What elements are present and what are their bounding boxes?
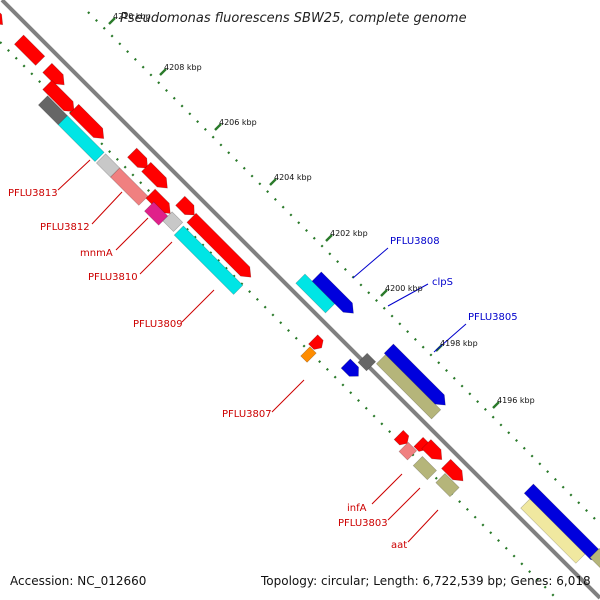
gene-feature — [435, 472, 460, 498]
gene-label-pflu3807: PFLU3807 — [222, 409, 272, 420]
accession-text: Accession: NC_012660 — [10, 574, 147, 588]
gene-label-pflu3809: PFLU3809 — [133, 319, 183, 330]
gene-labels: PFLU3813PFLU3812mnmAPFLU3810PFLU3809PFLU… — [8, 188, 518, 551]
gene-feature — [186, 212, 252, 278]
gene-feature — [144, 201, 169, 226]
gene-feature — [375, 354, 442, 420]
gene-feature — [110, 167, 149, 206]
kbp-tick-label: 4202 kbp — [330, 229, 368, 238]
gene-feature — [393, 429, 410, 446]
gene-feature — [421, 439, 443, 460]
kbp-tick-label: 4198 kbp — [440, 339, 478, 348]
gene-feature — [42, 62, 65, 86]
map-title: Pseudomonas fluorescens SBW25, complete … — [120, 11, 467, 26]
label-leader-line — [181, 289, 215, 323]
gene-feature — [412, 455, 437, 481]
gene-feature — [175, 195, 195, 216]
kbp-tick-label: 4200 kbp — [385, 284, 423, 293]
kbp-tick-label: 4206 kbp — [219, 118, 257, 127]
label-leader-line — [352, 247, 389, 279]
gene-features — [0, 0, 600, 581]
gene-feature — [295, 273, 336, 314]
gene-feature — [145, 188, 171, 214]
gene-feature — [523, 483, 600, 562]
gene-feature — [13, 34, 46, 66]
label-leader-line — [387, 283, 429, 307]
gene-label-mnma: mnmA — [80, 248, 113, 259]
gene-feature — [357, 352, 377, 372]
kbp-tick — [380, 289, 388, 297]
gene-feature — [162, 211, 184, 233]
label-leader-line — [407, 509, 439, 543]
label-leader-line — [387, 487, 421, 521]
genome-summary-text: Topology: circular; Length: 6,722,539 bp… — [261, 574, 591, 588]
gene-label-clps: clpS — [432, 277, 453, 288]
gene-feature — [300, 346, 317, 363]
gene-feature — [383, 343, 446, 406]
gene-feature — [441, 458, 464, 482]
gene-feature — [173, 225, 244, 295]
kbp-tick — [214, 123, 222, 131]
plus-dot-line — [87, 11, 599, 523]
gene-label-pflu3805: PFLU3805 — [468, 312, 518, 323]
kbp-tick-label: 4210 kbp — [113, 12, 151, 21]
label-leader-line — [115, 217, 149, 251]
gene-label-aat: aat — [391, 540, 407, 551]
gene-label-infa: infA — [347, 503, 367, 514]
gene-label-pflu3813: PFLU3813 — [8, 188, 58, 199]
tick-dot-lines — [0, 11, 599, 600]
kbp-tick-label: 4208 kbp — [164, 63, 202, 72]
gene-feature — [37, 95, 68, 126]
label-leader-line — [57, 159, 91, 191]
kbp-tick — [325, 234, 333, 242]
gene-label-pflu3808: PFLU3808 — [390, 236, 440, 247]
gene-label-pflu3810: PFLU3810 — [88, 272, 138, 283]
gene-feature — [398, 441, 418, 461]
gene-feature — [311, 271, 354, 314]
gene-feature — [589, 547, 600, 581]
label-leader-line — [371, 473, 403, 505]
kbp-tick — [492, 401, 500, 409]
kbp-tick-label: 4196 kbp — [497, 396, 535, 405]
label-leader-lines — [57, 159, 467, 543]
gene-feature — [42, 79, 75, 113]
kbp-tick-labels: 4210 kbp 4208 kbp 4206 kbp 4204 kbp 4202 kbp… — [113, 12, 535, 405]
kbp-tick — [269, 178, 277, 186]
gene-feature — [520, 498, 586, 564]
kbp-tick-label: 4204 kbp — [274, 173, 312, 182]
gene-feature — [308, 334, 324, 350]
label-leader-line — [91, 191, 123, 225]
label-leader-line — [433, 323, 467, 353]
kbp-tick — [159, 68, 167, 76]
gene-feature — [340, 358, 359, 377]
gene-label-pflu3803: PFLU3803 — [338, 518, 388, 529]
gene-feature — [127, 147, 148, 169]
gene-label-pflu3812: PFLU3812 — [40, 222, 90, 233]
gene-feature — [57, 115, 105, 162]
kbp-tick — [108, 17, 116, 25]
label-leader-line — [139, 241, 173, 275]
gene-feature — [69, 103, 105, 139]
label-leader-line — [271, 379, 305, 413]
gene-feature — [141, 161, 168, 189]
